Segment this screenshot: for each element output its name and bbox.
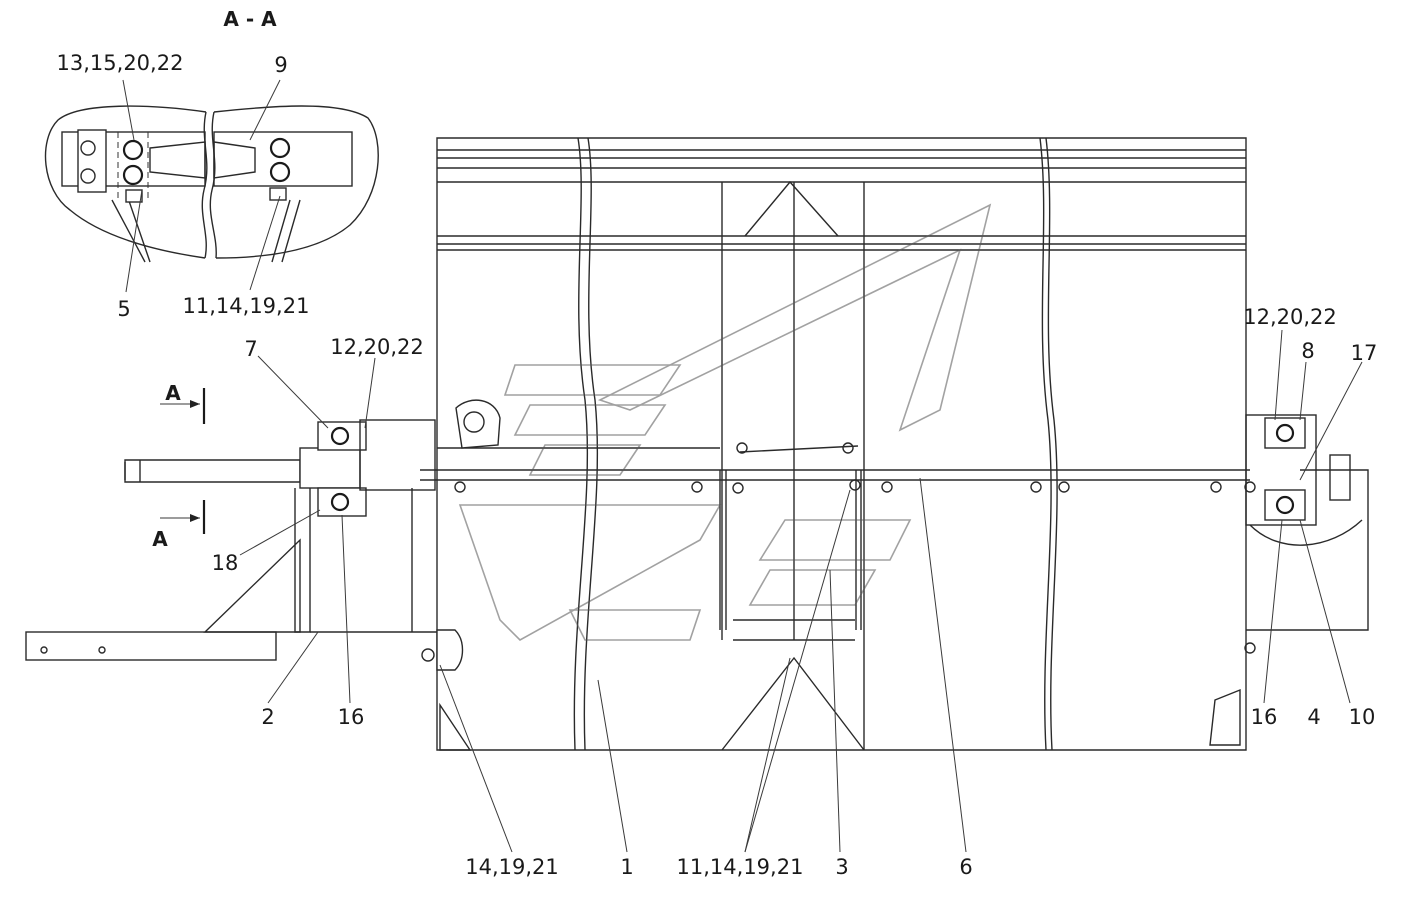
- shaft: [420, 469, 1250, 481]
- label-10: 10: [1349, 705, 1376, 729]
- bolt-head: [269, 137, 291, 159]
- label-5: 5: [117, 297, 130, 321]
- leg-right: [271, 199, 301, 263]
- break-line-1b: [583, 137, 599, 751]
- label-16-right: 16: [1251, 705, 1278, 729]
- break-line-2: [1039, 137, 1052, 751]
- break-line-1: [573, 137, 589, 751]
- leg-left: [111, 197, 151, 263]
- partitions: [721, 182, 865, 750]
- section-break-outline: [44, 105, 379, 259]
- bottom-v: [721, 656, 865, 751]
- bearing-lower: [317, 487, 367, 517]
- hole: [98, 646, 106, 654]
- vertical-rods: [719, 470, 862, 630]
- label-12-20-22-left: 12,20,22: [330, 335, 424, 359]
- drive-shaft: [124, 459, 301, 483]
- bolt: [1244, 642, 1256, 654]
- cam-hole: [463, 411, 485, 433]
- post: [294, 488, 311, 633]
- slot-left: [149, 141, 206, 179]
- main-housing: [420, 137, 1256, 751]
- label-1: 1: [620, 855, 633, 879]
- section-marker-bottom: А: [152, 527, 168, 551]
- top-gusset: [744, 180, 839, 237]
- section-marker-top: А: [165, 381, 181, 405]
- leader: [122, 79, 135, 141]
- corner-gusset-left: [439, 702, 472, 751]
- label-7: 7: [244, 337, 257, 361]
- bearing-lower-right: [1264, 489, 1306, 521]
- shaft-end: [124, 460, 141, 482]
- bearing-upper: [317, 421, 367, 451]
- bolt-head: [122, 164, 144, 186]
- label-14-19-21: 14,19,21: [465, 855, 559, 879]
- arrow-head: [190, 400, 200, 408]
- plate: [77, 129, 107, 193]
- section-title: А - А: [223, 7, 277, 31]
- top-rails: [437, 149, 1246, 183]
- label-4: 4: [1307, 705, 1320, 729]
- cam-bracket: [455, 399, 501, 449]
- label-6: 6: [959, 855, 972, 879]
- hole: [40, 646, 48, 654]
- break-line-2b: [1045, 137, 1058, 751]
- nut: [269, 187, 287, 201]
- bottom-rails: [733, 619, 855, 641]
- bolts-row: [454, 442, 1256, 494]
- hub: [299, 447, 361, 489]
- label-13-15-20-22: 13,15,20,22: [57, 51, 184, 75]
- leader: [249, 195, 281, 291]
- bolt-lower-left: [421, 648, 435, 662]
- section-view-a-a: А - А 13,15,20,22 9 5 11,14,19,21: [44, 7, 379, 321]
- bearing-ball: [330, 492, 350, 512]
- bolt-head: [269, 161, 291, 183]
- label-8: 8: [1301, 339, 1314, 363]
- leader: [249, 79, 281, 141]
- label-12-20-22-right: 12,20,22: [1243, 305, 1337, 329]
- lever-rod: [739, 445, 859, 453]
- label-3: 3: [835, 855, 848, 879]
- guard-curve: [1249, 519, 1363, 546]
- leader: [125, 189, 143, 293]
- slot-right: [213, 141, 256, 179]
- frame-left: [310, 488, 437, 633]
- nut: [125, 189, 143, 203]
- right-drive-assembly: [1244, 414, 1369, 654]
- flange-right: [1329, 454, 1351, 501]
- label-9: 9: [274, 53, 287, 77]
- label-2: 2: [261, 705, 274, 729]
- leader-lines: [239, 329, 1363, 853]
- label-16-left: 16: [338, 705, 365, 729]
- bearing-ball: [330, 426, 350, 446]
- bolt: [80, 140, 96, 156]
- mount-bar: [25, 631, 277, 661]
- corner-gusset-right: [1209, 688, 1241, 746]
- watermark-logo: [458, 203, 992, 641]
- left-drive-assembly: А А: [25, 381, 437, 661]
- hinge-lower-left: [436, 629, 464, 671]
- flange-housing: [359, 419, 436, 491]
- label-11-14-19-21: 11,14,19,21: [677, 855, 804, 879]
- label-18: 18: [212, 551, 239, 575]
- bearing-ball: [1275, 495, 1295, 515]
- bearing-ball: [1275, 423, 1295, 443]
- bolt: [80, 168, 96, 184]
- housing-outline: [436, 137, 1247, 751]
- label-17: 17: [1351, 341, 1378, 365]
- right-frame: [1246, 469, 1369, 631]
- label-11-14-19-21: 11,14,19,21: [183, 294, 310, 318]
- bolt-head: [122, 139, 144, 161]
- bearing-upper-right: [1264, 417, 1306, 449]
- arrow-head: [190, 514, 200, 522]
- middle-rails: [437, 235, 1246, 251]
